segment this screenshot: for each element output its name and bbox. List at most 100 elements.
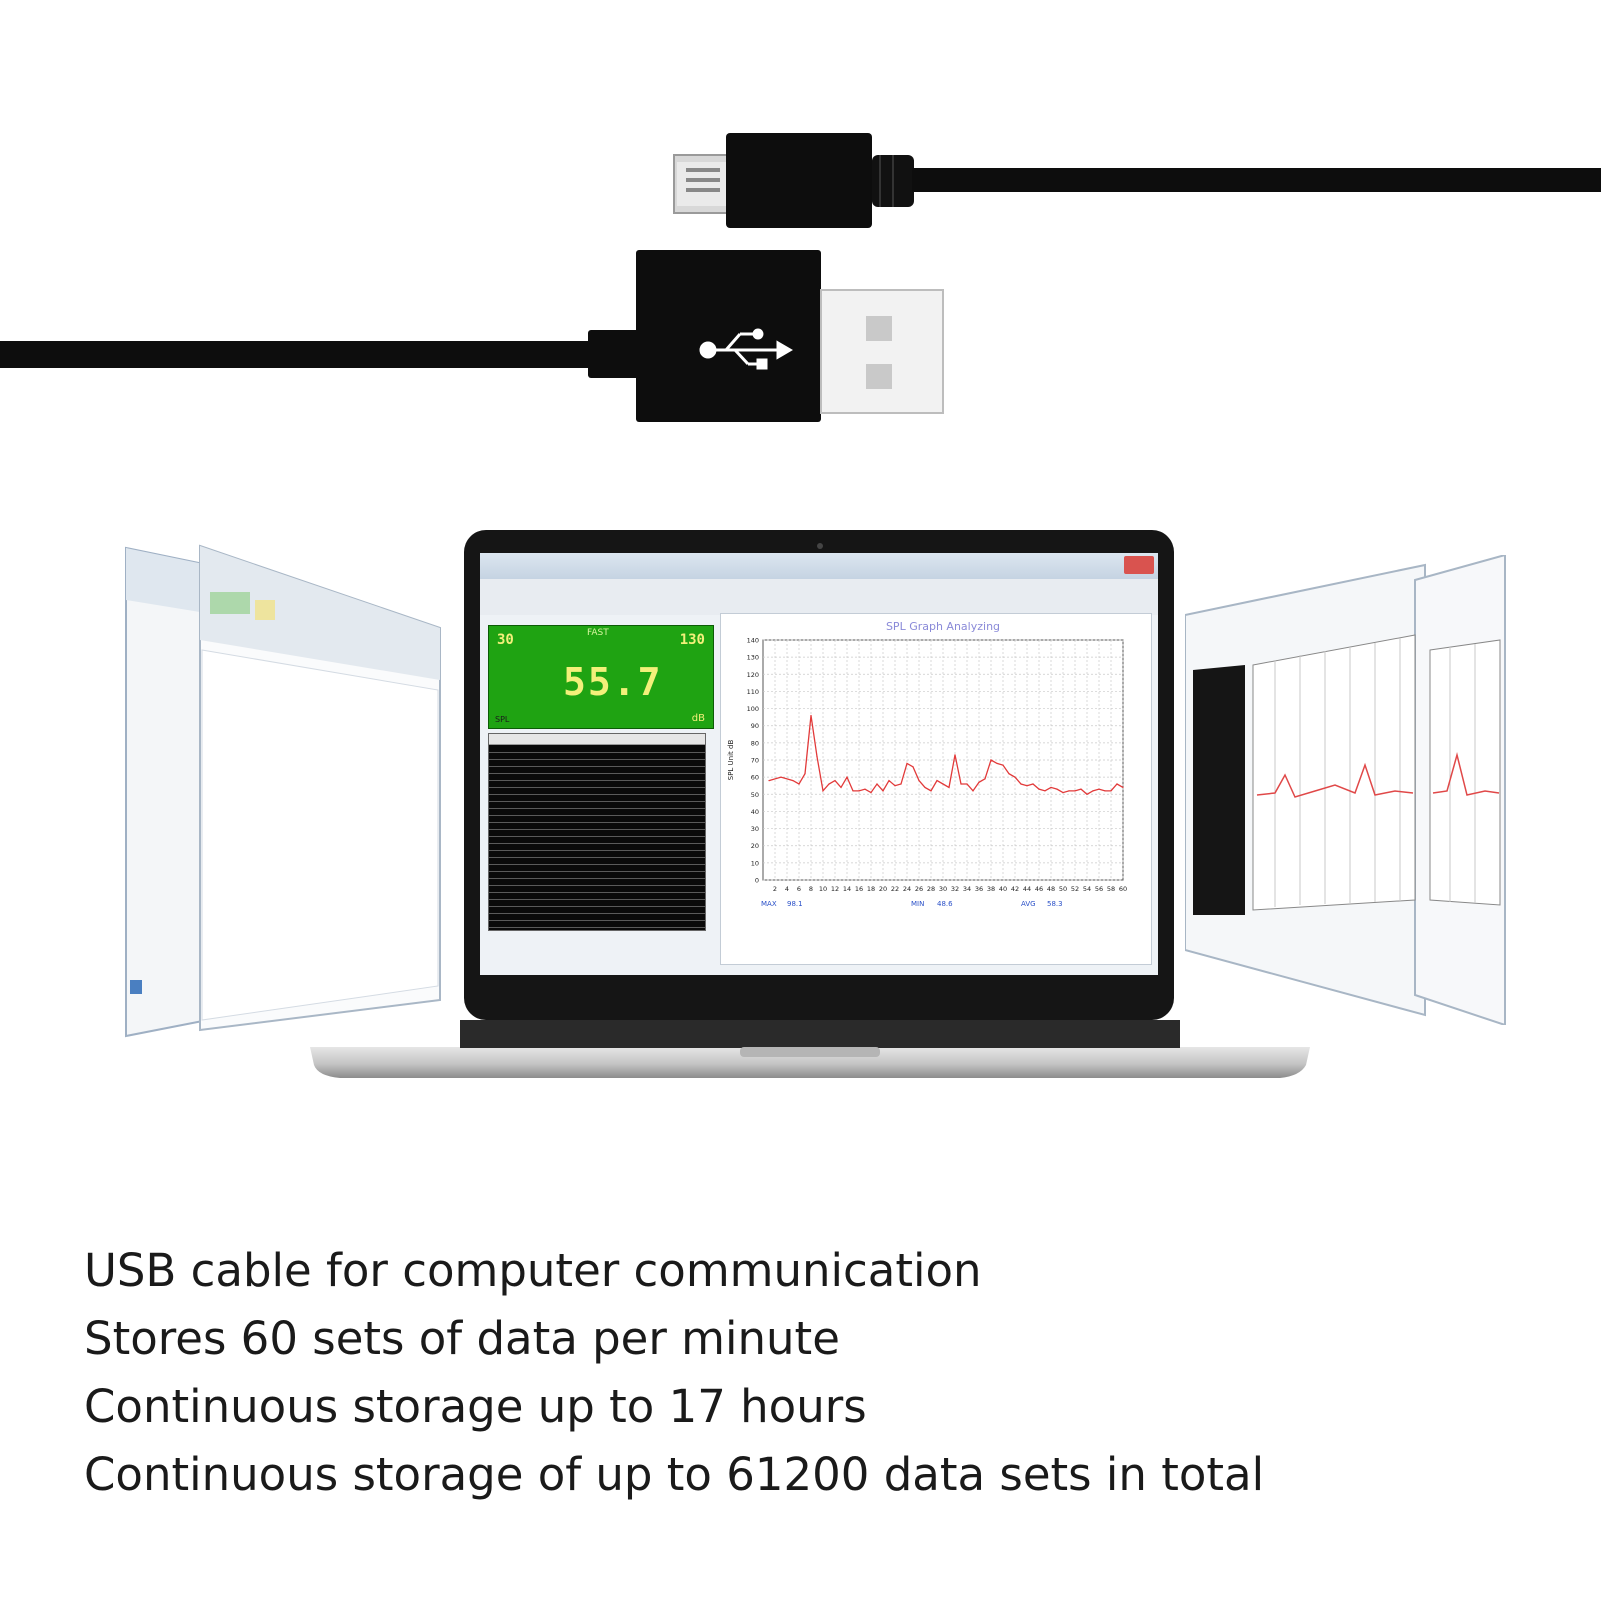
data-point [960, 783, 962, 785]
data-point [966, 783, 968, 785]
table-rows [489, 746, 705, 930]
y-tick-label: 110 [747, 688, 759, 696]
x-tick-label: 2 [773, 885, 777, 893]
micro-usb-connector [673, 133, 1601, 228]
usb-a-connector [0, 250, 944, 422]
data-point [936, 779, 938, 782]
window-title-bar [480, 553, 1158, 579]
data-point [894, 785, 896, 787]
y-tick-label: 70 [751, 757, 759, 765]
x-tick-label: 44 [1023, 885, 1031, 893]
x-tick-label: 8 [809, 885, 813, 893]
data-point [1056, 788, 1058, 790]
data-point [1008, 773, 1010, 775]
y-tick-label: 50 [751, 791, 759, 799]
data-point [1026, 785, 1028, 787]
data-point [804, 773, 806, 775]
usb-trident-icon [699, 328, 793, 370]
x-tick-label: 4 [785, 885, 789, 893]
data-point [990, 759, 992, 761]
x-tick-label: 38 [987, 885, 995, 893]
y-axis-label: SPL Unit dB [727, 740, 735, 781]
lcd-display: 30 FAST 130 55.7 SPL dB [488, 625, 714, 729]
data-point [954, 754, 956, 756]
right-floating-windows [1185, 555, 1506, 1025]
y-tick-label: 80 [751, 739, 759, 747]
data-point [1116, 783, 1118, 785]
data-point [810, 714, 812, 717]
stat-value: 98.1 [787, 900, 803, 908]
lcd-label-left: SPL [495, 715, 510, 724]
data-point [900, 783, 902, 785]
y-tick-label: 90 [751, 722, 759, 730]
data-point [912, 766, 914, 768]
data-point [918, 779, 920, 782]
x-tick-label: 20 [879, 885, 887, 893]
x-tick-label: 28 [927, 885, 935, 893]
data-point [1020, 783, 1022, 785]
y-tick-label: 30 [751, 825, 759, 833]
x-tick-label: 32 [951, 885, 959, 893]
data-point [1044, 790, 1046, 792]
y-tick-label: 40 [751, 808, 759, 816]
stat-label: MAX [761, 900, 777, 908]
data-point [906, 762, 908, 765]
x-tick-label: 6 [797, 885, 801, 893]
data-point [972, 790, 974, 792]
data-point [1050, 786, 1052, 789]
data-point [780, 776, 782, 778]
y-tick-label: 10 [751, 859, 759, 867]
data-point [876, 783, 878, 785]
lcd-reading: 55.7 [563, 660, 663, 704]
data-point [1092, 790, 1094, 792]
lcd-range-high: 130 [679, 632, 705, 648]
stat-label: MIN [911, 900, 924, 908]
data-point [882, 790, 884, 792]
y-tick-label: 140 [747, 637, 759, 645]
data-point [1086, 793, 1088, 795]
data-point [870, 791, 872, 794]
lcd-unit: dB [691, 713, 705, 724]
data-point [840, 786, 842, 789]
chart-title: SPL Graph Analyzing [886, 620, 1000, 633]
lcd-mode: FAST [587, 628, 609, 638]
data-point [888, 779, 890, 782]
y-tick-label: 60 [751, 774, 759, 782]
x-tick-label: 16 [855, 885, 863, 893]
y-tick-label: 130 [747, 654, 759, 662]
data-table [488, 733, 706, 931]
data-point [864, 788, 866, 790]
x-tick-label: 34 [963, 885, 971, 893]
x-tick-label: 10 [819, 885, 827, 893]
x-tick-label: 42 [1011, 885, 1019, 893]
data-point [924, 786, 926, 789]
x-tick-label: 48 [1047, 885, 1055, 893]
data-point [1110, 790, 1112, 792]
usb-cable-illustration [0, 133, 1601, 422]
data-point [846, 776, 848, 778]
caption-line-3: Continuous storage up to 17 hours [84, 1380, 867, 1433]
toolbar-strip [480, 579, 1158, 615]
data-point [930, 790, 932, 792]
series-line [768, 715, 1124, 796]
stat-label: AVG [1021, 900, 1036, 908]
x-tick-label: 18 [867, 885, 875, 893]
x-tick-label: 60 [1119, 885, 1127, 893]
data-point [1074, 790, 1076, 792]
caption-line-1: USB cable for computer communication [84, 1244, 982, 1297]
data-point [948, 786, 950, 789]
data-point [858, 790, 860, 792]
data-point [1080, 788, 1082, 790]
x-tick-label: 12 [831, 885, 839, 893]
data-point [1104, 790, 1106, 792]
lcd-range-low: 30 [497, 632, 514, 648]
y-tick-label: 100 [747, 705, 759, 713]
data-point [996, 762, 998, 765]
x-tick-label: 36 [975, 885, 983, 893]
stat-value: 58.3 [1047, 900, 1063, 908]
data-point [792, 779, 794, 782]
data-point [1002, 764, 1004, 766]
y-tick-label: 120 [747, 671, 759, 679]
window-close-button[interactable] [1124, 556, 1154, 574]
